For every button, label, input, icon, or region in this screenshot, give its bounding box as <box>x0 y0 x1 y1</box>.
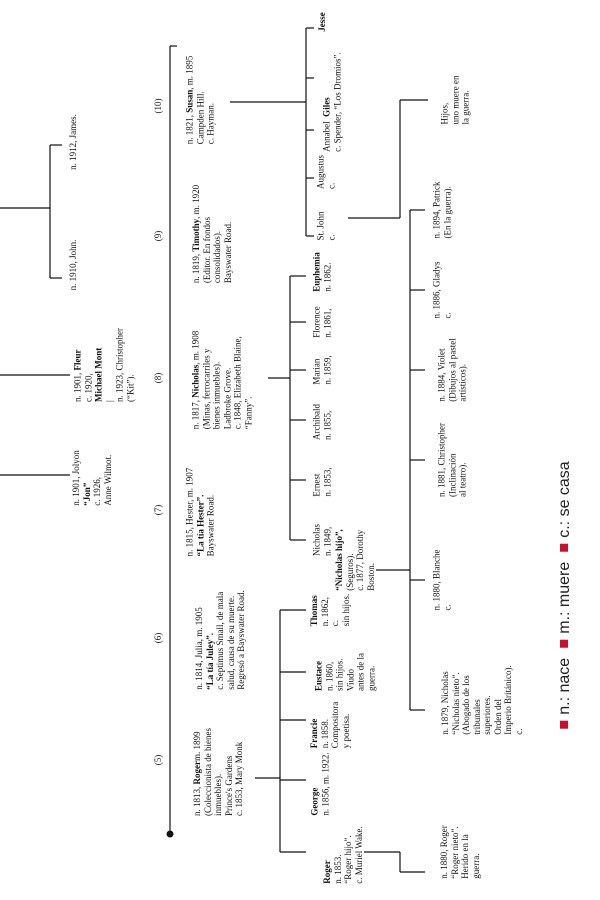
person-jon: n. 1901, Jolyon “Jon” c. 1926, Anne Wilm… <box>71 450 113 506</box>
generation-label: (7) <box>152 504 163 516</box>
child-marian: Marian n. 1859, <box>311 355 333 385</box>
person-fleur: n. 1901, Fleur c. 1920, Michael Mont | n… <box>72 328 136 402</box>
grandchild-roger: n. 1880, Roger “Roger nieto”. Herido en … <box>439 825 481 879</box>
grandchild-nicholas: n. 1879, Nicholas “Nicholas nieto”. (Abo… <box>440 665 524 735</box>
legend-died: m.: muere <box>556 561 573 634</box>
legend: n.: nace m.: muere c.: se casa <box>556 461 574 738</box>
child-francie: Francie n. 1858. Compositora y poetisa. <box>309 701 351 749</box>
nicholas-jr-detail: “Nicholas hijo”, (Seguros). c. 1877, Dor… <box>334 529 376 591</box>
generation-label: (5) <box>152 754 163 766</box>
legend-married: c.: se casa <box>556 461 573 538</box>
child-nicholas: Nicholas n. 1849, <box>311 524 333 556</box>
legend-marker <box>560 720 569 729</box>
person-james: n. 1912, James. <box>67 114 78 170</box>
child-augustus: Augustus c. <box>315 154 337 190</box>
child-ernest: Ernest n. 1853, <box>311 467 333 497</box>
legend-marker <box>560 639 569 648</box>
child-archibald: Archibald n. 1855, <box>311 404 333 440</box>
child-euphemia: Euphemia n. 1862. <box>311 252 333 292</box>
grandchild-christopher: n. 1881, Christopher (Inclinación al tea… <box>436 423 468 497</box>
generation-label: (10) <box>152 98 163 114</box>
person-hester: n. 1815, Hester, m. 1907 “La tía Hester”… <box>184 467 216 557</box>
child-eustace: Eustace n. 1860, sin hijos. Viudo antes … <box>313 653 377 691</box>
child-st-john: St. John c. <box>315 211 337 241</box>
generation-label: (9) <box>152 230 163 242</box>
child-thomas: Thomas n. 1862, c. sin hijos. <box>309 593 351 627</box>
child-roger-jr: Roger n. 1853. “Roger hijo”. c. Muriel W… <box>322 826 364 884</box>
person-timothy: n. 1819, Timothy, m. 1920 (Editor. En fo… <box>191 184 233 284</box>
person-julia: n. 1814, Julia, m. 1905 “La tía Juley”. … <box>193 590 246 690</box>
legend-marker <box>560 543 569 552</box>
child-jesse: Jesse <box>316 12 327 32</box>
person-susan: n. 1821, Susan, m. 1895 Campden Hill. c.… <box>184 55 216 145</box>
generation-label: (8) <box>152 372 163 384</box>
grandchild-blanche: n. 1880, Blanche c. <box>431 549 453 611</box>
child-florence: Florence n. 1861, <box>311 306 333 338</box>
person-john: n. 1910, John. <box>67 239 78 291</box>
child-annabel-giles: Annabel Giles c. Spender, “Los Dromios”. <box>321 52 343 152</box>
grandchild-patrick: n. 1894, Patrick (En la guerra). <box>431 181 453 239</box>
grandchild-violet: n. 1884, Violet (Dibujos al pastel artís… <box>436 338 468 402</box>
person-nicholas: n. 1817, Nicholas, m. 1908 (Minas, ferro… <box>190 330 254 430</box>
legend-born: n.: nace <box>556 657 573 715</box>
grandchild-gladys: n. 1886, Gladys c. <box>431 261 453 319</box>
hijos-note: Hijos, uno muere en la guerra. <box>439 75 471 125</box>
generation-label: (6) <box>152 632 163 644</box>
child-george: George n. 1856, m. 1922. <box>309 752 331 816</box>
person-roger: n. 1813, Rogerm. 1899 (Coleccionista de … <box>191 728 244 816</box>
